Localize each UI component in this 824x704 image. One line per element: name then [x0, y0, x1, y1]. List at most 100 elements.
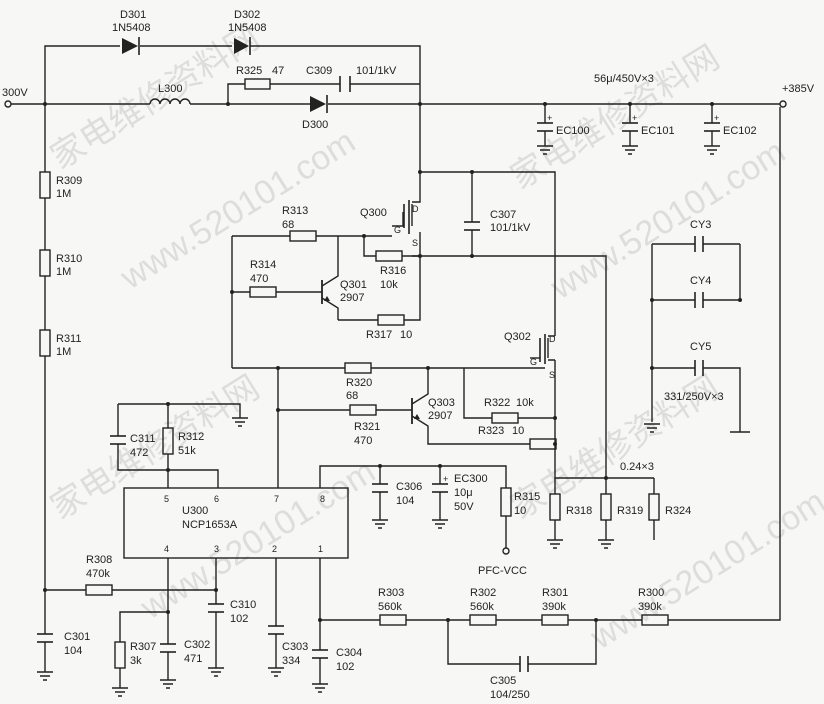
r316-resistor: R316 10k [375, 250, 406, 291]
svg-text:7: 7 [274, 494, 279, 504]
svg-text:EC101: EC101 [641, 125, 675, 137]
r302-resistor: R302 560k [469, 587, 497, 626]
d300-diode: D300 [302, 95, 328, 131]
svg-text:6: 6 [214, 494, 219, 504]
watermark-url-3: www.520101.com [133, 452, 382, 627]
q302-mosfet: Q302 D G S [504, 331, 556, 380]
input-terminal [4, 100, 12, 108]
watermark-url-1: www.520101.com [113, 122, 362, 297]
svg-text:R314: R314 [250, 259, 276, 271]
svg-text:+: + [632, 113, 637, 123]
cy4-capacitor: CY4 [690, 275, 711, 308]
svg-text:471: 471 [184, 653, 202, 665]
svg-text:R310: R310 [56, 253, 82, 265]
svg-text:102: 102 [230, 613, 248, 625]
cy3-capacitor: CY3 [690, 219, 711, 252]
svg-text:8: 8 [320, 494, 325, 504]
voltage-divider: R309 1M R310 1M R311 1M C301 104 R308 47… [37, 104, 216, 681]
svg-text:R308: R308 [86, 554, 112, 566]
svg-text:D302: D302 [234, 9, 260, 21]
svg-text:S: S [412, 238, 418, 248]
svg-text:R324: R324 [665, 505, 691, 517]
c306-capacitor: C306 104 [372, 466, 422, 529]
c311-capacitor: C311 472 [110, 433, 155, 459]
svg-text:2907: 2907 [340, 292, 364, 304]
watermark-text-1: 家电维修资料网 [44, 18, 266, 176]
r325-resistor: R325 47 [236, 65, 284, 90]
watermark: 家电维修资料网 www.520101.com 家电维修资料网 www.52010… [44, 18, 824, 657]
svg-text:C301: C301 [64, 631, 90, 643]
svg-text:5: 5 [164, 494, 169, 504]
d301-diode: D301 1N5408 [112, 9, 151, 55]
r312-resistor: R312 51k [162, 427, 204, 457]
svg-text:R312: R312 [178, 431, 204, 443]
svg-text:10: 10 [514, 505, 526, 517]
svg-text:R321: R321 [354, 421, 380, 433]
d302-diode: D302 1N5408 [228, 9, 267, 55]
svg-text:470k: 470k [86, 568, 110, 580]
r314-resistor: R314 470 [249, 259, 277, 298]
svg-text:C305: C305 [490, 675, 516, 687]
r324-resistor: R324 [648, 478, 691, 540]
svg-text:3k: 3k [130, 655, 142, 667]
svg-text:+: + [547, 113, 552, 123]
svg-text:R319: R319 [617, 505, 643, 517]
r318-resistor: R318 [547, 478, 592, 549]
c302-capacitor: C302 471 [160, 612, 210, 689]
r319-resistor: R319 [598, 478, 643, 549]
svg-text:3: 3 [214, 544, 219, 554]
svg-text:C303: C303 [282, 641, 308, 653]
svg-text:C304: C304 [336, 647, 362, 659]
r311-resistor: R311 1M [39, 329, 81, 358]
sense-group-label: 0.24×3 [620, 461, 654, 473]
svg-text:R309: R309 [56, 175, 82, 187]
q301-transistor: Q301 2907 [276, 236, 367, 320]
svg-text:R311: R311 [56, 333, 81, 345]
output-label: +385V [782, 83, 815, 95]
cy-group-label: 331/250V×3 [664, 391, 724, 403]
svg-text:4: 4 [164, 544, 169, 554]
svg-text:R307: R307 [130, 641, 156, 653]
svg-text:R317: R317 [366, 329, 392, 341]
svg-text:1M: 1M [56, 188, 71, 200]
lower-networks: R307 3k C302 471 C310 102 C303 334 [112, 107, 781, 701]
svg-text:68: 68 [346, 390, 358, 402]
input-section: 300V +385V D301 1N5408 D302 1N5408 L300 [2, 9, 815, 155]
c309-capacitor: C309 101/1kV [306, 65, 397, 92]
snubber-wire [227, 83, 420, 104]
pin8-network: C306 104 + EC300 10μ 50V R315 10 PFC-VCC [319, 464, 540, 577]
watermark-text-3: 家电维修资料网 [44, 368, 266, 526]
svg-text:1N5408: 1N5408 [112, 22, 151, 34]
svg-text:R300: R300 [638, 587, 664, 599]
svg-text:C302: C302 [184, 639, 210, 651]
pin56-network: C311 472 R312 51k [110, 402, 248, 488]
c301-capacitor: C301 104 [37, 631, 90, 681]
svg-text:10: 10 [512, 425, 524, 437]
svg-text:104: 104 [64, 645, 82, 657]
svg-text:S: S [549, 370, 555, 380]
svg-text:51k: 51k [178, 445, 196, 457]
svg-text:EC300: EC300 [454, 473, 488, 485]
r313-resistor: R313 68 [282, 205, 317, 242]
svg-text:101/1kV: 101/1kV [356, 65, 397, 77]
svg-text:G: G [530, 357, 537, 367]
svg-text:R318: R318 [566, 505, 592, 517]
svg-text:C311: C311 [130, 433, 155, 445]
c303-capacitor: C303 334 [268, 558, 308, 677]
l300-inductor: L300 [149, 83, 191, 105]
svg-text:560k: 560k [378, 601, 402, 613]
r307-resistor: R307 3k [114, 641, 156, 669]
svg-text:101/1kV: 101/1kV [490, 222, 531, 234]
q303-transistor: Q303 2907 [376, 368, 530, 445]
r310-resistor: R310 1M [39, 249, 82, 278]
svg-text:470: 470 [250, 273, 268, 285]
c304-capacitor: C304 102 [312, 620, 362, 693]
svg-text:334: 334 [282, 655, 300, 667]
svg-text:2: 2 [272, 544, 277, 554]
svg-text:U300: U300 [182, 505, 208, 517]
r320-resistor: R320 68 [344, 362, 372, 402]
svg-text:Q302: Q302 [504, 331, 531, 343]
svg-text:472: 472 [130, 447, 148, 459]
svg-text:G: G [394, 225, 401, 235]
